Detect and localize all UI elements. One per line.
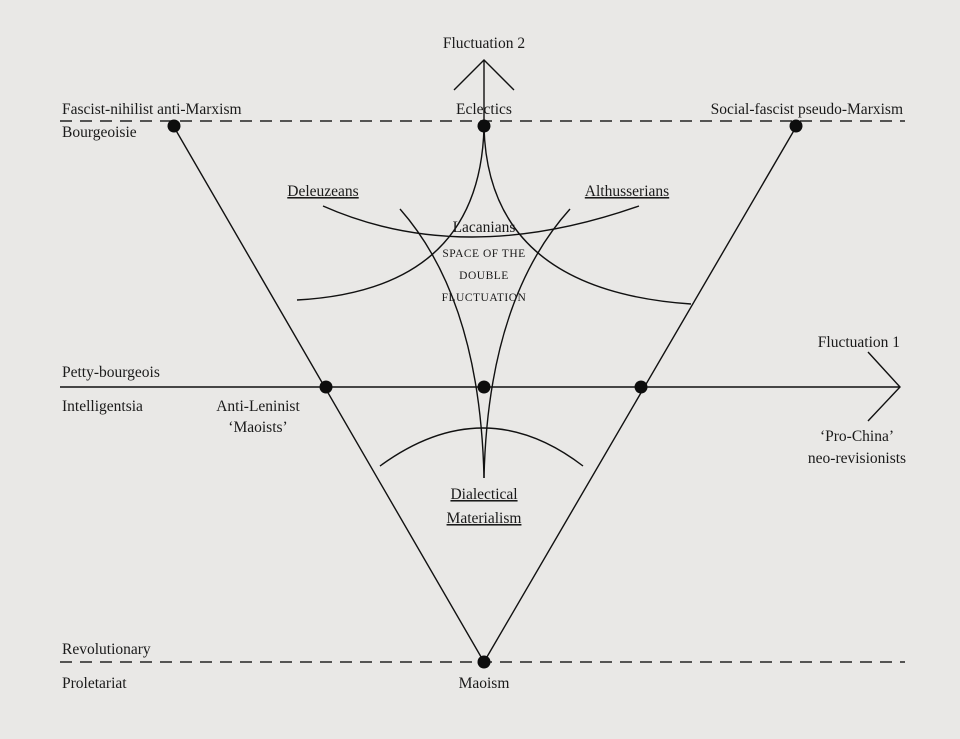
triangle-left-side xyxy=(173,126,485,663)
eclectics-label: Eclectics xyxy=(456,101,512,118)
dialectical-label: Dialectical xyxy=(450,486,517,503)
dialectical-materialism-arc xyxy=(379,427,584,467)
deleuzeans-label: Deleuzeans xyxy=(287,183,358,200)
social-fascist-label: Social-fascist pseudo-Marxism xyxy=(711,101,903,118)
social-fascist-node xyxy=(789,119,803,133)
curve-eclectics-left xyxy=(296,126,485,301)
eclectics-node xyxy=(477,119,491,133)
bourgeoisie-label: Bourgeoisie xyxy=(62,124,137,141)
fascist-nihilist-node xyxy=(167,119,181,133)
maoists-label: ‘Maoists’ xyxy=(228,419,287,436)
curve-left-to-bottom xyxy=(399,208,485,479)
maoism-node xyxy=(477,655,491,669)
space-label-line-2: DOUBLE xyxy=(459,270,509,282)
curve-right-to-bottom xyxy=(483,208,571,479)
materialism-label: Materialism xyxy=(447,510,522,527)
pro-china-node xyxy=(634,380,648,394)
space-label-line-1: SPACE OF THE xyxy=(442,248,525,260)
anti-leninist-label: Anti-Leninist xyxy=(216,398,300,415)
fluctuation-2-label: Fluctuation 2 xyxy=(443,35,525,52)
anti-leninist-node xyxy=(319,380,333,394)
triangle-right-side xyxy=(483,126,797,663)
fluctuation-2-arrowhead xyxy=(453,59,515,91)
center-node xyxy=(477,380,491,394)
intelligentsia-label: Intelligentsia xyxy=(62,398,143,415)
pro-china-label: ‘Pro-China’ xyxy=(820,428,894,445)
althusserians-label: Althusserians xyxy=(585,183,669,200)
maoism-label: Maoism xyxy=(459,675,510,692)
space-label-line-3: FLUCTUATION xyxy=(442,292,527,304)
fluctuation-1-arrowhead xyxy=(867,351,901,422)
neo-revisionists-label: neo-revisionists xyxy=(808,450,906,467)
curve-upper-arc xyxy=(322,205,640,238)
proletariat-label: Proletariat xyxy=(62,675,127,692)
petty-bourgeois-label: Petty-bourgeois xyxy=(62,364,160,381)
revolutionary-label: Revolutionary xyxy=(62,641,151,658)
lacanians-label: Lacanians xyxy=(453,219,516,236)
fluctuation-1-label: Fluctuation 1 xyxy=(818,334,900,351)
fascist-nihilist-label: Fascist-nihilist anti-Marxism xyxy=(62,101,242,118)
curve-eclectics-right xyxy=(483,126,692,305)
